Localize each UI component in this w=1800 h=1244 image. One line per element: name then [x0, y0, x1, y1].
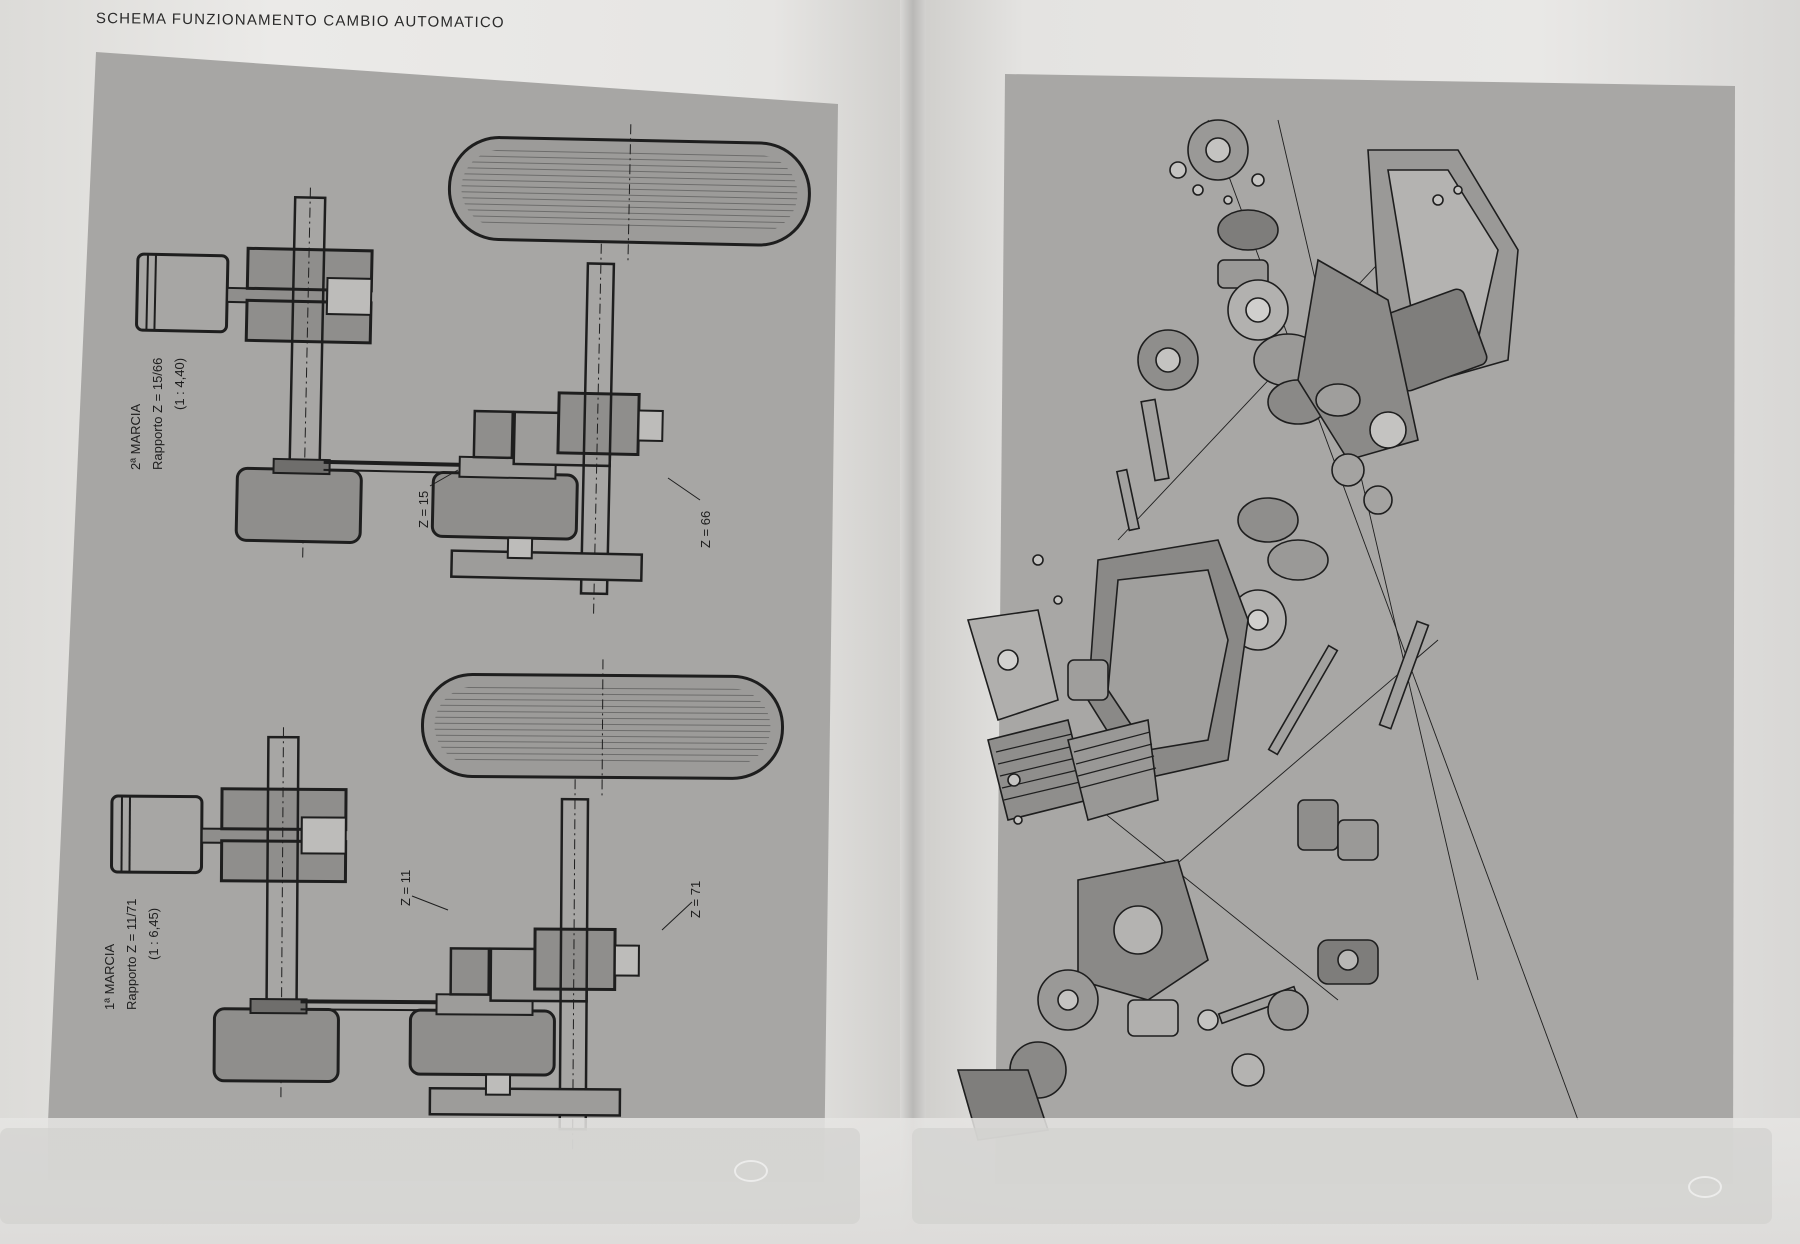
flap-tab-left — [0, 1128, 860, 1224]
book-gutter — [900, 0, 926, 1244]
second-gear-small-z: Z = 15 — [416, 491, 431, 528]
second-gear-large-z: Z = 66 — [698, 511, 713, 548]
first-gear-ratio: Rapporto Z = 11/71 — [124, 899, 139, 1010]
second-gear-ratio: Rapporto Z = 15/66 — [150, 358, 165, 470]
first-gear-small-z: Z = 11 — [398, 870, 413, 906]
first-gear-label: 1ª MARCIA — [102, 943, 117, 1010]
first-gear-large-z: Z = 71 — [688, 881, 703, 918]
flap-tab-right — [912, 1128, 1772, 1224]
watermark-logo — [1688, 1176, 1722, 1198]
watermark-logo — [734, 1160, 768, 1182]
second-gear-ratio-value: (1 : 4,40) — [172, 358, 187, 410]
exploded-engine-drawing — [956, 119, 1579, 1141]
first-gear-ratio-value: (1 : 6,45) — [146, 908, 161, 960]
transmission-schematic: 2ª MARCIA Rapporto Z = 15/66 (1 : 4,40) … — [102, 112, 813, 1153]
first-gear-diagram — [107, 654, 785, 1153]
second-gear-label: 2ª MARCIA — [128, 403, 143, 470]
